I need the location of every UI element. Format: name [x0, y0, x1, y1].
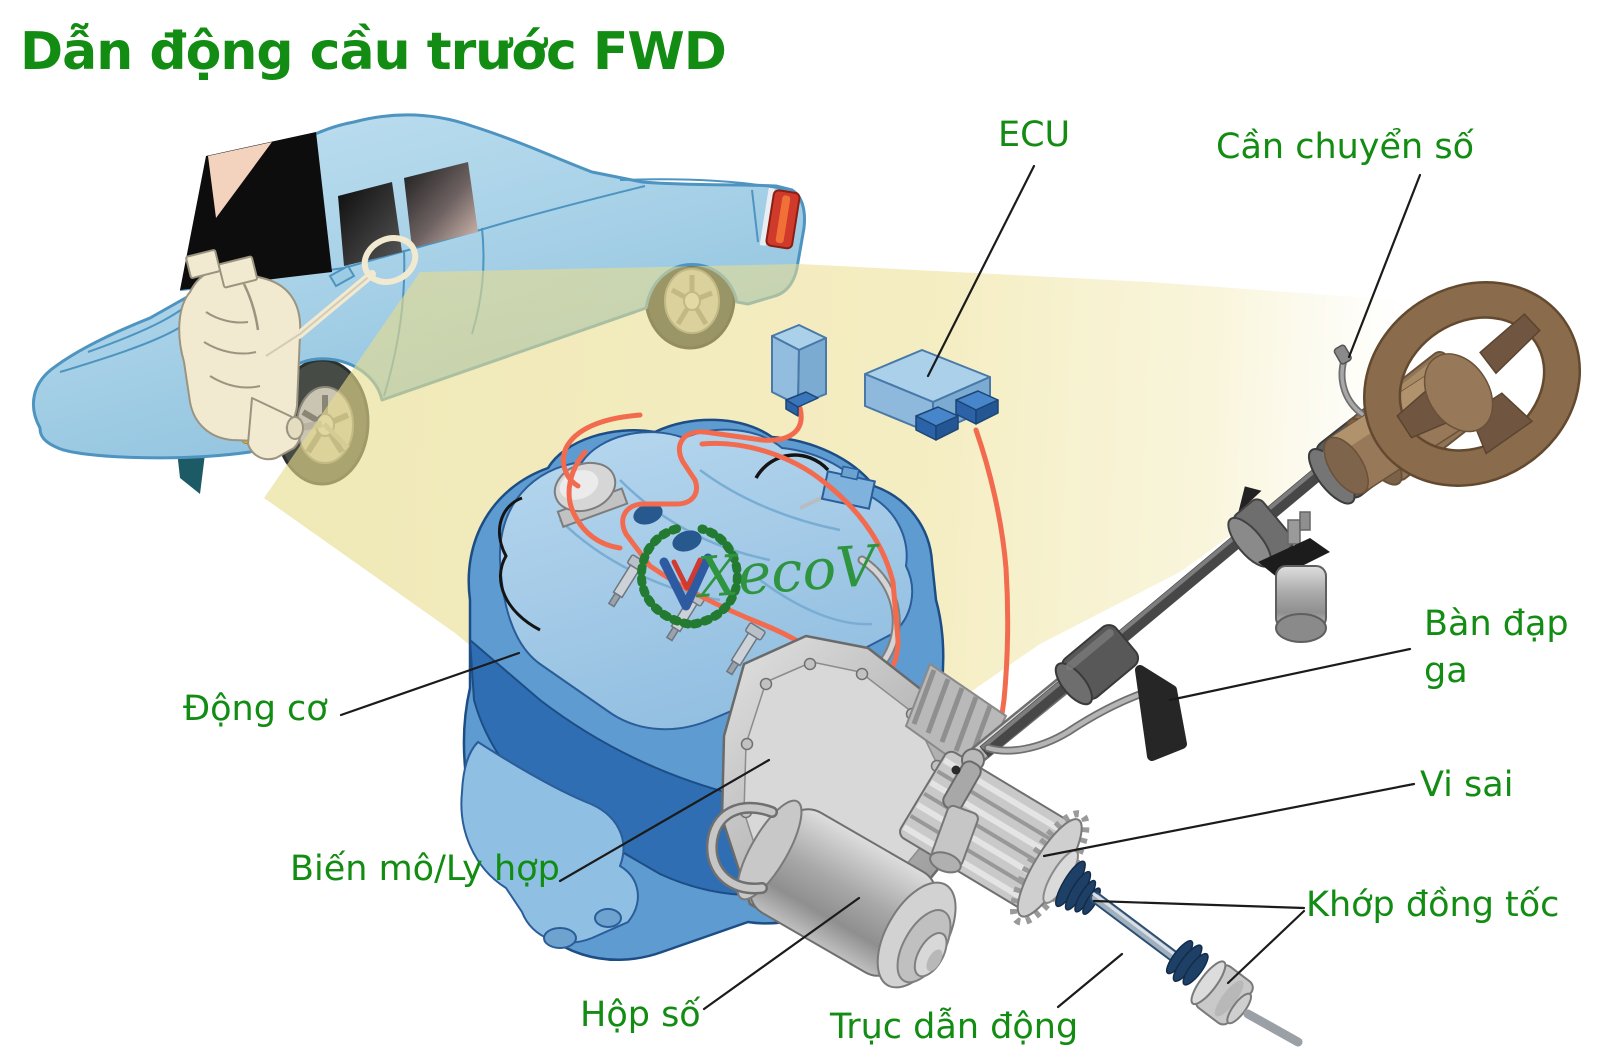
watermark-check-red	[671, 557, 703, 591]
leader-ecu	[926, 164, 1036, 378]
quarter-window	[404, 162, 478, 248]
differential	[899, 750, 1101, 926]
leader-engine	[339, 651, 521, 717]
label-gear-shift-lever: Cần chuyển số	[1216, 127, 1475, 167]
column-mount-ring	[1227, 486, 1295, 568]
column-collar	[1054, 624, 1140, 706]
page-title: Dẫn động cầu trước FWD	[20, 22, 727, 82]
label-gearbox: Hộp số	[580, 995, 701, 1035]
cv-boot-outer	[1165, 940, 1209, 986]
taillight	[759, 187, 801, 250]
label-differential: Vi sai	[1420, 765, 1514, 805]
label-ecu: ECU	[998, 115, 1071, 155]
label-accelerator-pedal-line1: Bàn đạp	[1424, 604, 1569, 644]
drive-shaft	[1090, 892, 1303, 1047]
leader-torque-converter	[558, 758, 771, 883]
exhaust-manifold	[460, 740, 639, 944]
label-engine: Động cơ	[183, 689, 328, 729]
leader-gearbox	[702, 896, 861, 1011]
side-mirror	[328, 264, 356, 288]
label-torque-converter: Biến mô/Ly hợp	[290, 849, 560, 889]
leader-cv-joint-outer	[1226, 909, 1306, 985]
door-window	[338, 182, 402, 266]
leader-pedal	[1168, 647, 1412, 702]
ghost-powertrain	[178, 249, 302, 461]
gear-shift-lever	[1333, 344, 1366, 418]
ecu-box	[864, 349, 999, 441]
ghost-steering	[262, 235, 419, 360]
leader-differential	[1042, 782, 1416, 858]
label-cv-joint: Khớp đồng tốc	[1306, 885, 1560, 925]
u-joint	[929, 748, 985, 874]
windshield-reflection	[208, 142, 272, 218]
label-accelerator-pedal: Bàn đạp ga	[1424, 601, 1569, 695]
spark-plug-wire-left	[497, 496, 541, 632]
pedal-pad	[1135, 665, 1187, 761]
steering-wheel	[1323, 281, 1581, 495]
label-drive-shaft: Trục dẫn động	[830, 1007, 1079, 1047]
spark-plug-wire	[754, 453, 830, 479]
accelerator-pedal	[984, 665, 1187, 761]
relay-box	[771, 324, 827, 417]
ignition-assembly	[1258, 511, 1330, 643]
gearbox-cylinder	[736, 799, 957, 989]
leader-cv-joint-inner	[1092, 899, 1306, 910]
ecu-connectors	[915, 390, 999, 441]
label-accelerator-pedal-line2: ga	[1424, 651, 1468, 691]
leader-gear-lever	[1347, 173, 1422, 359]
watermark-logo	[636, 523, 742, 629]
leader-drive-shaft	[1056, 952, 1124, 1009]
outer-joint-collar	[1190, 960, 1254, 1026]
watermark-check-blue	[659, 553, 713, 611]
watermark-brand: XecoV	[695, 533, 879, 612]
car-windows	[180, 132, 478, 290]
leader-lines	[339, 164, 1422, 1011]
transmission-housing	[705, 634, 1008, 989]
